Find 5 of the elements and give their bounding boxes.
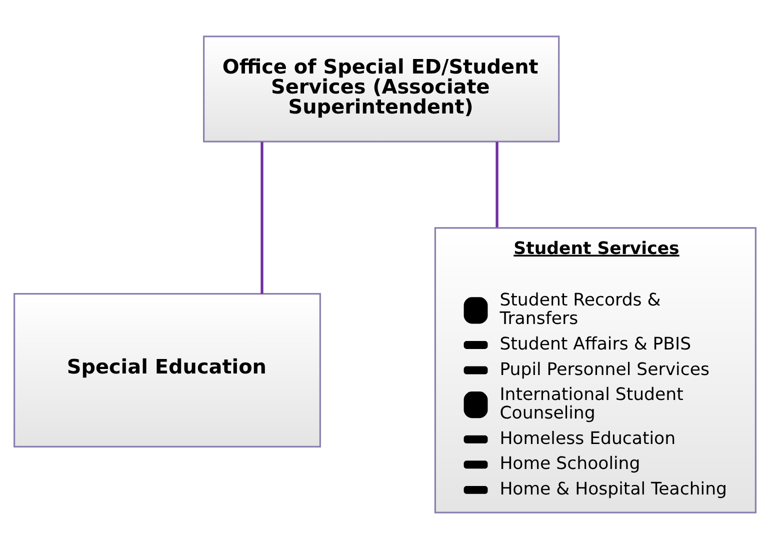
- node-box: Student Services Student Records & Transfers Student Affairs & PBIS Pupil Personnel Services International Student Counseling Homeless Education Home Schooling Home & Hospital Teaching: [434, 226, 756, 513]
- node-box: Special Education: [13, 292, 320, 447]
- connector: [495, 141, 498, 227]
- connector: [260, 141, 263, 294]
- node-box: Office of Special ED/Student Services (Associate Superintendent): [202, 35, 560, 142]
